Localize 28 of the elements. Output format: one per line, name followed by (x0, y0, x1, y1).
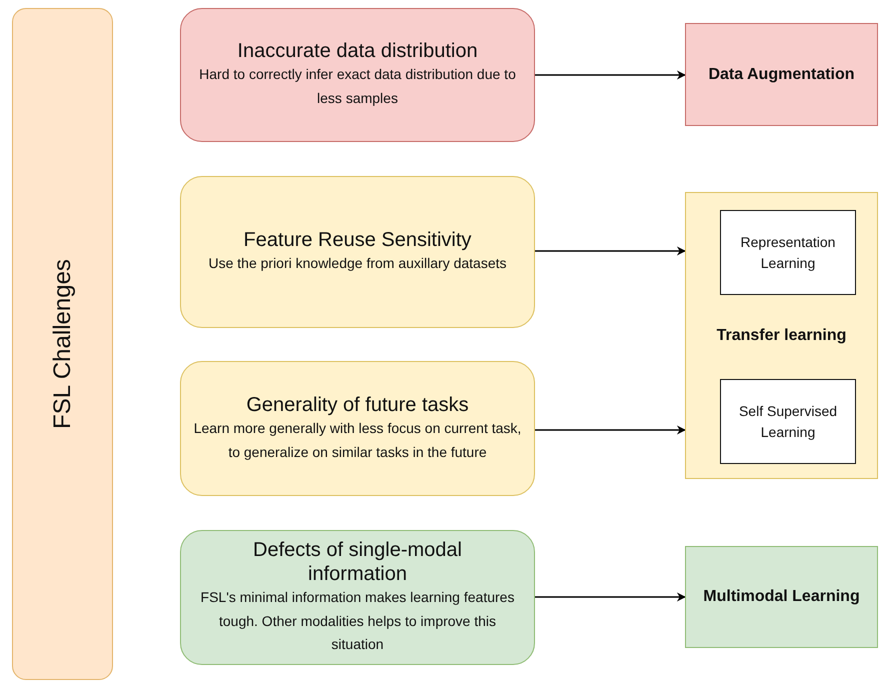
card-title: Inaccurate data distribution (236, 39, 479, 64)
solution-label: Multimodal Learning (703, 588, 860, 606)
arrow (535, 70, 686, 80)
card-description: Hard to correctly infer exact data distribution due to less samples (198, 65, 517, 108)
arrow (535, 592, 686, 602)
method-label: Representation Learning (740, 233, 836, 273)
solution-box (685, 192, 878, 479)
card-description: FSL's minimal information makes learning features tough. Other modalities helps to improve this situation (200, 588, 516, 654)
method-box (720, 210, 856, 295)
card-description: Learn more generally with less focus on current task, to generalize on similar tasks in the future (192, 418, 522, 462)
method-box (720, 379, 856, 464)
challenge-card (180, 361, 535, 496)
solution-box (685, 23, 878, 126)
method-label: Self Supervised Learning (738, 402, 838, 442)
card-title: Generality of future tasks (245, 392, 470, 417)
card-title: Defects of single-modal information (252, 538, 463, 586)
solution-box (685, 546, 878, 648)
card-description: Use the priori knowledge from auxillary datasets (208, 254, 507, 274)
solution-label: Transfer learning (716, 326, 846, 344)
category-panel (12, 8, 113, 680)
challenge-card (180, 176, 535, 328)
arrow (535, 246, 686, 256)
card-title: Feature Reuse Sensitivity (242, 228, 472, 252)
challenge-card (180, 530, 535, 665)
solution-label: Data Augmentation (708, 66, 855, 84)
challenge-card (180, 8, 535, 142)
panel-title: FSL Challenges (48, 259, 76, 429)
arrow (535, 426, 686, 434)
